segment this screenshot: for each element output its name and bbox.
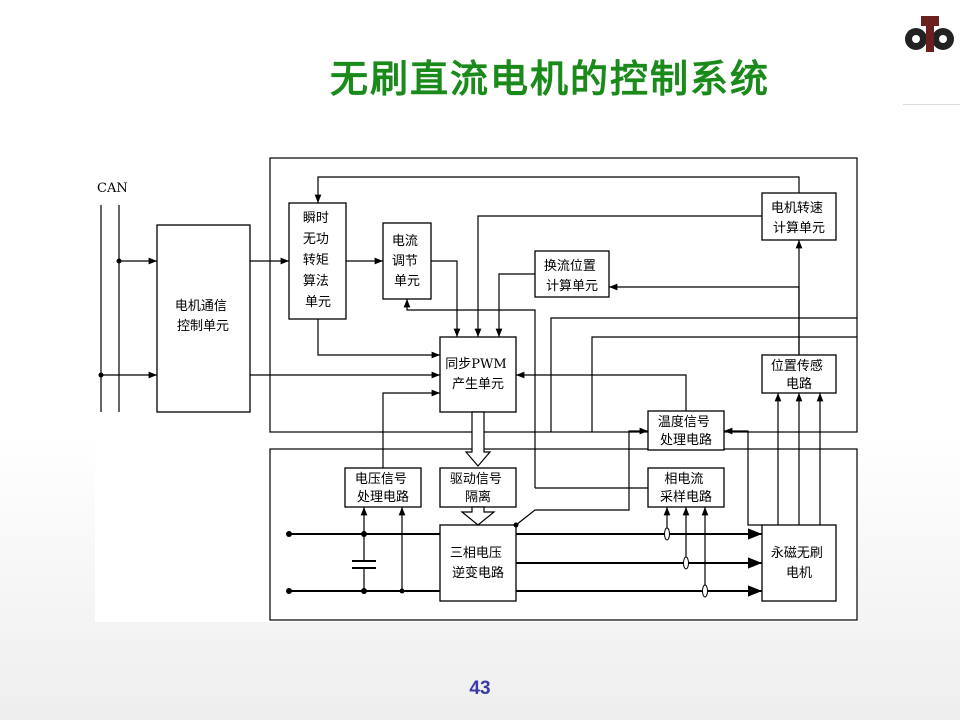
- pwm-label: 同步PWM 产生单元: [445, 357, 511, 392]
- commutation-position-block: [534, 250, 610, 298]
- control-frame: [269, 157, 858, 433]
- current-sampling-block: [647, 467, 725, 508]
- voltage-signal-label: 电压信号 处理电路: [355, 472, 411, 505]
- drive-isolation-block: [439, 467, 517, 508]
- current-regulation-label: 电流 调节 单元: [392, 234, 422, 289]
- current-regulation-block: [382, 222, 432, 300]
- current-sampling-label: 相电流 采样电路: [660, 472, 712, 505]
- torque-algorithm-label: 瞬时 无功 转矩 算法 单元: [303, 211, 333, 310]
- inverter-label: 三相电压 逆变电路: [450, 546, 506, 581]
- control-system-diagram: CAN 电机通信 控制单元 瞬时 无功 转矩 算法 单元 电流 调节 单元 换流…: [95, 152, 858, 622]
- logo: [893, 0, 960, 105]
- commutation-position-label: 换流位置 计算单元: [544, 259, 600, 294]
- position-sensor-label: 位置传感 电路: [771, 358, 827, 392]
- speed-calc-label: 电机转速 计算单元: [771, 201, 827, 236]
- page-title: 无刷直流电机的控制系统: [329, 57, 770, 101]
- can-label: CAN: [97, 181, 128, 196]
- temperature-signal-block: [647, 410, 725, 451]
- company-logo-icon: [903, 16, 960, 105]
- comm-control-block: [156, 224, 251, 413]
- page-number: 43: [469, 678, 491, 699]
- temperature-signal-label: 温度信号 处理电路: [658, 414, 714, 448]
- power-frame: [269, 448, 858, 621]
- position-sensor-block: [761, 354, 837, 394]
- voltage-signal-block: [344, 467, 422, 508]
- inverter-block: [439, 524, 517, 602]
- comm-control-label: 电机通信 控制单元: [175, 299, 231, 334]
- pwm-block: [439, 336, 517, 413]
- motor-block: [761, 524, 837, 602]
- motor-label: 永磁无刷 电机: [771, 546, 827, 581]
- drive-isolation-label: 驱动信号 隔离: [450, 472, 506, 505]
